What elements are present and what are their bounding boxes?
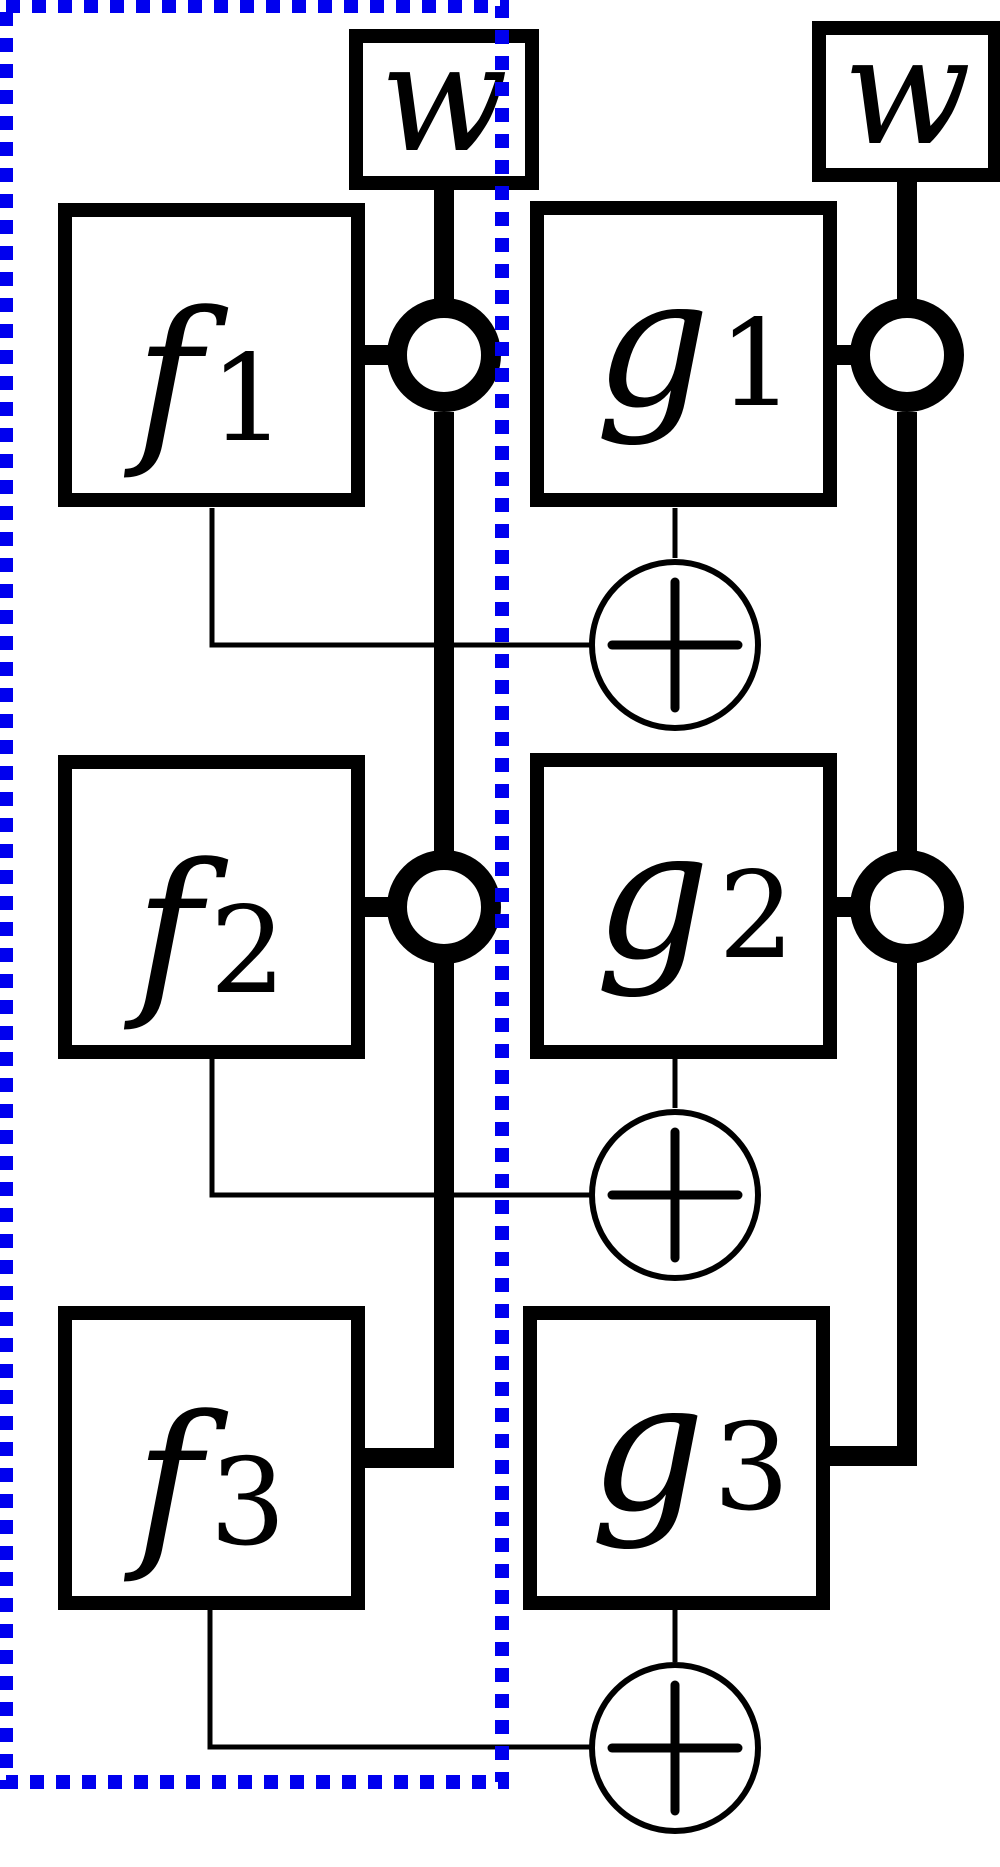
- g-box-2-name: g: [595, 791, 710, 1000]
- wire-node2-to-g3: [826, 963, 917, 1466]
- wire-f1-to-xor1: [209, 508, 590, 648]
- thick-wires-left: [364, 183, 454, 1468]
- g-box-3-index: 3: [713, 1399, 789, 1538]
- copy-node-right-2: [850, 850, 964, 964]
- g-box-2-index: 2: [718, 847, 794, 986]
- thin-wires: [207, 508, 678, 1750]
- copy-node-left-1: [387, 298, 501, 412]
- f-box-1-index: 1: [210, 330, 286, 469]
- g-box-1: g1: [530, 201, 837, 507]
- xor-node-2: [589, 1109, 761, 1281]
- thick-wires-right: [826, 176, 917, 1466]
- input-box-right: w: [812, 5, 1000, 182]
- xor-node-1: [589, 559, 761, 731]
- g-box-1-name: g: [595, 239, 710, 448]
- f-box-2-index: 2: [210, 882, 286, 1021]
- svg-text:g3: g3: [590, 1343, 790, 1552]
- g-box-3-name: g: [590, 1343, 705, 1552]
- f-box-3-index: 3: [210, 1434, 286, 1573]
- xor-nodes: [589, 559, 761, 1834]
- copy-node-right-1: [850, 298, 964, 412]
- f-box-3: f3: [58, 1306, 365, 1610]
- g-box-3: g3: [523, 1306, 830, 1610]
- g-box-1-index: 1: [718, 295, 794, 434]
- wire-f3-to-xor3: [207, 1610, 592, 1750]
- input-label-left: w: [380, 12, 508, 186]
- svg-text:g2: g2: [595, 791, 795, 1000]
- svg-text:g1: g1: [595, 239, 795, 448]
- wire-f2-to-xor2: [209, 1058, 590, 1198]
- xor-node-3: [589, 1662, 761, 1834]
- f-box-1: f1: [58, 203, 365, 507]
- highlight-region: [0, 0, 509, 1789]
- g-box-2: g2: [530, 753, 837, 1059]
- wire-node2-to-f3: [364, 963, 454, 1468]
- input-label-right: w: [843, 5, 971, 179]
- f-box-2: f2: [58, 755, 365, 1059]
- copy-node-left-2: [387, 850, 501, 964]
- copy-nodes: [387, 298, 964, 964]
